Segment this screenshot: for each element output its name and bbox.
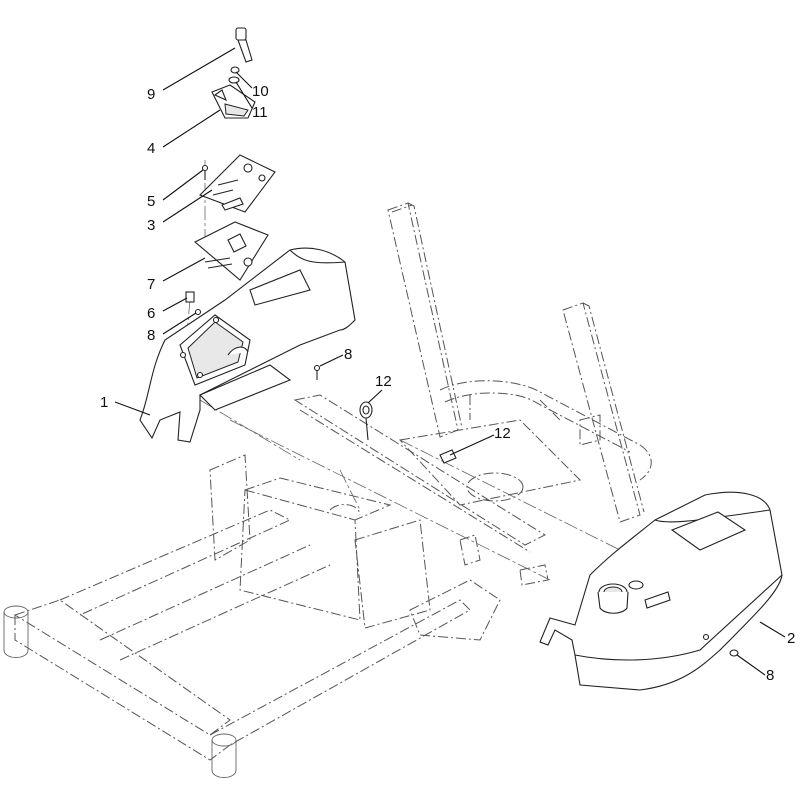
callout-6: 6 bbox=[147, 305, 155, 322]
callout-10: 10 bbox=[252, 83, 269, 100]
callout-8: 8 bbox=[147, 327, 155, 344]
callout-5: 5 bbox=[147, 193, 155, 210]
callout-9: 9 bbox=[147, 86, 155, 103]
part-8-screw-mid bbox=[313, 364, 321, 380]
mower-frame bbox=[3, 202, 652, 778]
callout-11: 11 bbox=[252, 104, 268, 121]
part-12-pivot-left bbox=[359, 401, 373, 441]
callout-4: 4 bbox=[147, 140, 155, 157]
part-10-nut bbox=[230, 66, 240, 74]
part-5-screw bbox=[201, 164, 209, 180]
part-1-left-console bbox=[139, 247, 356, 443]
callout-12: 12 bbox=[375, 373, 392, 390]
part-12-pivot-right bbox=[439, 449, 457, 464]
part-8-screw-upper bbox=[194, 308, 202, 316]
part-7-lower-panel bbox=[194, 221, 269, 281]
part-3-upper-panel bbox=[199, 154, 276, 213]
callout-8: 8 bbox=[344, 346, 352, 363]
callout-8: 8 bbox=[766, 667, 774, 684]
leader-lines bbox=[114, 47, 786, 676]
callout-7: 7 bbox=[147, 276, 155, 293]
part-11-washer bbox=[228, 76, 240, 84]
callout-numbers: 9 10 11 4 5 3 7 6 8 8 1 12 12 2 8 bbox=[100, 83, 795, 684]
part-8-screw-lower bbox=[729, 649, 739, 657]
part-4-control-module bbox=[211, 84, 256, 119]
callout-3: 3 bbox=[147, 217, 155, 234]
callout-12: 12 bbox=[494, 425, 511, 442]
part-9-key bbox=[235, 27, 253, 63]
callout-1: 1 bbox=[100, 394, 108, 411]
part-6-clip bbox=[185, 291, 195, 303]
part-2-right-console bbox=[539, 491, 783, 691]
callout-2: 2 bbox=[787, 630, 795, 647]
